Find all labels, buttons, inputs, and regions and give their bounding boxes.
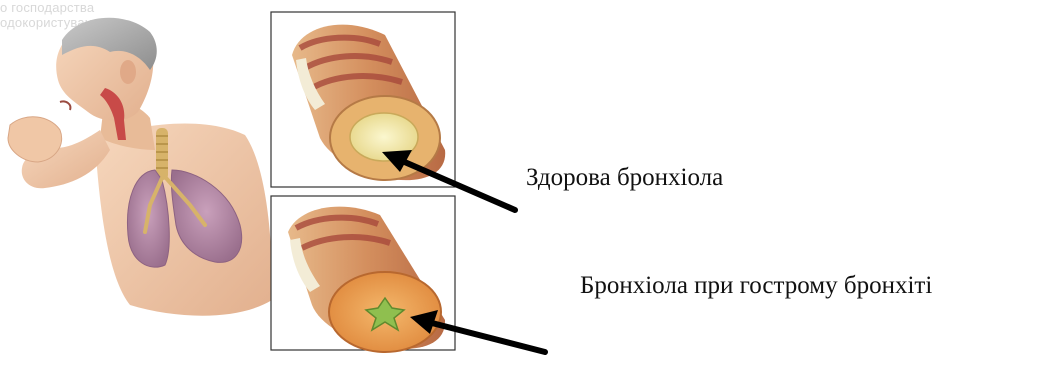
mouth — [60, 101, 70, 110]
label-healthy-bronchiole: Здорова бронхіола — [526, 164, 723, 192]
fist — [8, 117, 62, 162]
label-acute-bronchitis-bronchiole: Бронхіола при гострому бронхіті — [580, 272, 932, 300]
ear — [120, 60, 136, 84]
man-figure — [8, 18, 272, 316]
